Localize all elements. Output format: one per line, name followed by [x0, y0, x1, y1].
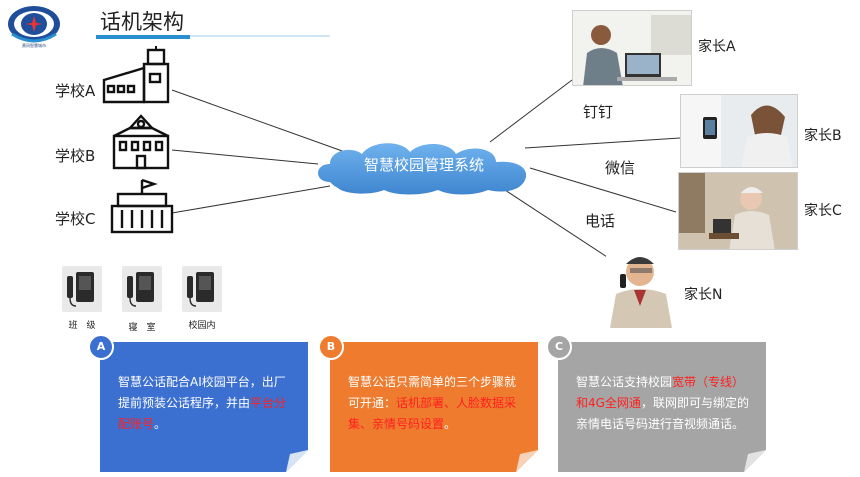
card-text-normal-end: ，联网即可与绑定的亲情电话号码进行音视频通话。: [576, 396, 749, 431]
card-text: 智慧公话配合AI校园平台，出厂提前预装公话程序，并由平台分配账号。: [118, 372, 292, 435]
parent-c-photo: [678, 172, 798, 250]
wall-phone-icon: [187, 272, 214, 307]
phone-classroom-label: 班 级: [68, 321, 96, 331]
line-parent-c: [529, 167, 677, 213]
page-title: 话机架构: [100, 10, 184, 34]
channel-dingtalk: 钉钉: [583, 103, 614, 121]
school-b-label: 学校B: [55, 147, 96, 165]
card-badge: A: [88, 334, 114, 360]
school-c-label: 学校C: [55, 210, 96, 228]
line-school-c: [171, 185, 331, 214]
hub-label: 智慧校园管理系统: [363, 156, 484, 174]
parent-a-label: 家长A: [698, 39, 736, 55]
info-card-b: B 智慧公话只需简单的三个步骤就可开通：话机部署、人脸数据采集、亲情号码设置。: [318, 334, 538, 472]
channel-phone: 电话: [585, 212, 616, 230]
parent-c-label: 家长C: [804, 203, 842, 219]
card-text-normal: 智慧公话只需简单的三个步骤就可开通：: [348, 375, 517, 410]
page-fold-icon: [516, 450, 538, 472]
card-badge: B: [318, 334, 344, 360]
card-text-normal: 智慧公话支持校园: [576, 375, 673, 389]
line-parent-b: [524, 137, 681, 149]
line-parent-a: [489, 79, 573, 143]
card-text-normal-end: 。: [444, 417, 457, 431]
card-text-highlight: 话机部署、人脸数据采集、亲情号码设置: [348, 396, 517, 431]
info-card-a: A 智慧公话配合AI校园平台，出厂提前预装公话程序，并由平台分配账号。: [88, 334, 308, 472]
phone-dormitory: [122, 266, 162, 312]
channel-wechat: 微信: [605, 159, 636, 177]
phone-campus-label: 校园内: [188, 321, 216, 331]
card-text-highlight: 宽带（专线）和4G全网通: [576, 375, 745, 410]
line-school-b: [171, 149, 319, 165]
parent-b-photo: [680, 94, 798, 168]
school-b-icon: [112, 114, 170, 170]
parent-b-label: 家长B: [804, 128, 842, 144]
wall-phone-icon: [67, 272, 94, 307]
page-fold-icon: [286, 450, 308, 472]
card-text-highlight: 平台分配账号: [118, 396, 287, 431]
logo-icon: [8, 6, 60, 43]
title-underline: [96, 35, 190, 39]
phone-dormitory-label: 寝 室: [128, 323, 156, 333]
phone-classroom: [62, 266, 102, 312]
card-background: [330, 342, 538, 472]
line-school-a: [171, 89, 346, 153]
card-text: 智慧公话只需简单的三个步骤就可开通：话机部署、人脸数据采集、亲情号码设置。: [348, 372, 522, 435]
wall-phone-icon: [127, 272, 154, 307]
parent-n-label: 家长N: [684, 287, 723, 303]
card-text-normal: 智慧公话配合AI校园平台，出厂提前预装公话程序，并由: [118, 375, 286, 410]
logo-caption: 黄冈智慧城市: [22, 43, 46, 48]
school-a-icon: [102, 46, 170, 104]
school-c-icon: [110, 178, 174, 234]
parent-n-photo: [606, 246, 678, 328]
card-text: 智慧公话支持校园宽带（专线）和4G全网通，联网即可与绑定的亲情电话号码进行音视频…: [576, 372, 750, 435]
info-card-c: C 智慧公话支持校园宽带（专线）和4G全网通，联网即可与绑定的亲情电话号码进行音…: [546, 334, 766, 472]
cloud-icon: [318, 143, 527, 195]
card-text-normal-end: 。: [154, 417, 167, 431]
title-underline-light: [190, 35, 330, 37]
school-a-label: 学校A: [55, 82, 96, 100]
card-badge: C: [546, 334, 572, 360]
card-background: [100, 342, 308, 472]
parent-a-photo: [572, 10, 692, 86]
phone-campus: [182, 266, 222, 312]
card-background: [558, 342, 766, 472]
page-fold-icon: [744, 450, 766, 472]
